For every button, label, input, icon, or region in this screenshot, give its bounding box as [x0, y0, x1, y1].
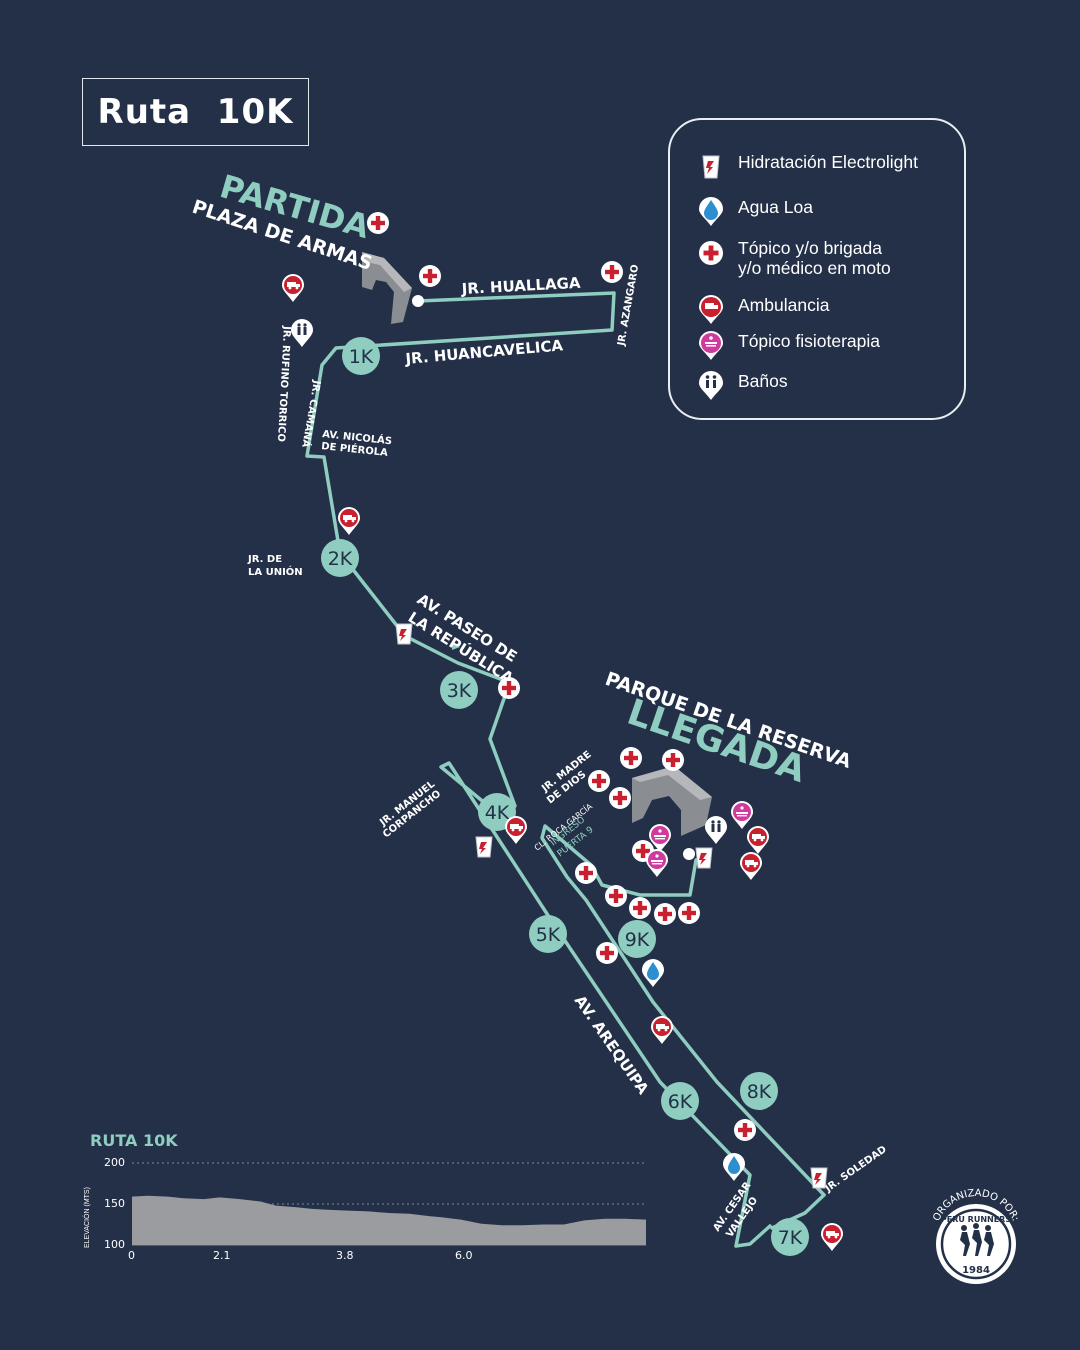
legend-label: Tópico y/o brigada [738, 238, 882, 258]
svg-text:4K: 4K [485, 802, 510, 824]
organizer-year: 1984 [962, 1265, 990, 1276]
y-tick: 200 [104, 1156, 125, 1169]
svg-text:9K: 9K [625, 929, 650, 951]
legend-item-restroom: Baños [698, 371, 948, 401]
legend: Hidratación Electrolight Agua Loa Tópico… [668, 118, 966, 420]
organizer-logo: ORGANIZADO POR: PERU RUNNERS 1984 [931, 1188, 1021, 1284]
legend-label: Hidratación Electrolight [738, 152, 918, 172]
svg-text:8K: 8K [747, 1081, 772, 1103]
elevation-chart [132, 1162, 646, 1246]
x-tick: 0 [128, 1249, 135, 1262]
svg-text:6K: 6K [668, 1091, 693, 1113]
water-drop-icon [699, 197, 723, 226]
svg-text:2K: 2K [328, 548, 353, 570]
legend-label: Ambulancia [738, 295, 830, 315]
km-marker-6k: 6K [661, 1082, 699, 1120]
legend-label: y/o médico en moto [738, 258, 891, 278]
legend-item-electrolight: Hidratación Electrolight [698, 152, 948, 182]
route-direction-arrow [452, 642, 460, 650]
elevation-area [132, 1195, 646, 1245]
restroom-icon [699, 371, 723, 400]
elevation-ylabel: ELEVACIÓN (MTS) [84, 1187, 91, 1248]
electrolight-cup-icon [702, 155, 720, 179]
street-union-2: LA UNIÓN [248, 565, 303, 578]
y-tick: 150 [104, 1197, 125, 1210]
start-arch-icon [362, 252, 412, 324]
street-camana: JR. CAMANÁ [299, 378, 324, 448]
y-tick: 100 [104, 1238, 125, 1251]
street-soledad: JR. SOLEDAD [823, 1144, 889, 1195]
restroom-icon [291, 319, 727, 844]
km-marker-7k: 7K [771, 1218, 809, 1256]
finish-arch-icon [632, 766, 712, 836]
svg-text:1K: 1K [349, 346, 374, 368]
svg-text:5K: 5K [536, 924, 561, 946]
km-marker-3k: 3K [440, 671, 478, 709]
svg-text:3K: 3K [447, 680, 472, 702]
finish-point [683, 848, 695, 860]
km-marker-9k: 9K [618, 920, 656, 958]
km-marker-1k: 1K [342, 337, 380, 375]
organizer-brand: PERU RUNNERS [941, 1215, 1011, 1224]
km-marker-8k: 8K [740, 1072, 778, 1110]
ambulance-icon [699, 295, 723, 324]
page-title: Ruta 10K [82, 78, 309, 146]
elevation-title: RUTA 10K [90, 1131, 178, 1150]
legend-label: Agua Loa [738, 197, 813, 217]
km-marker-5k: 5K [529, 915, 567, 953]
first-aid-cross-icon [699, 241, 723, 265]
x-tick: 3.8 [336, 1249, 354, 1262]
legend-label: Baños [738, 371, 788, 391]
runners-icon [960, 1223, 994, 1256]
street-union-1: JR. DE [247, 554, 282, 565]
legend-item-water: Agua Loa [698, 197, 948, 227]
start-point [412, 295, 424, 307]
physio-icon [699, 331, 723, 360]
street-rufino: JR. RUFINO TORRICO [275, 325, 292, 442]
x-tick: 6.0 [455, 1249, 473, 1262]
km-marker-2k: 2K [321, 539, 359, 577]
water-drop-icon [642, 959, 745, 1181]
x-tick: 2.1 [213, 1249, 231, 1262]
legend-item-physio: Tópico fisioterapia [698, 331, 948, 361]
legend-label: Tópico fisioterapia [738, 331, 881, 351]
legend-item-ambulance: Ambulancia [698, 295, 948, 325]
svg-text:7K: 7K [778, 1227, 803, 1249]
